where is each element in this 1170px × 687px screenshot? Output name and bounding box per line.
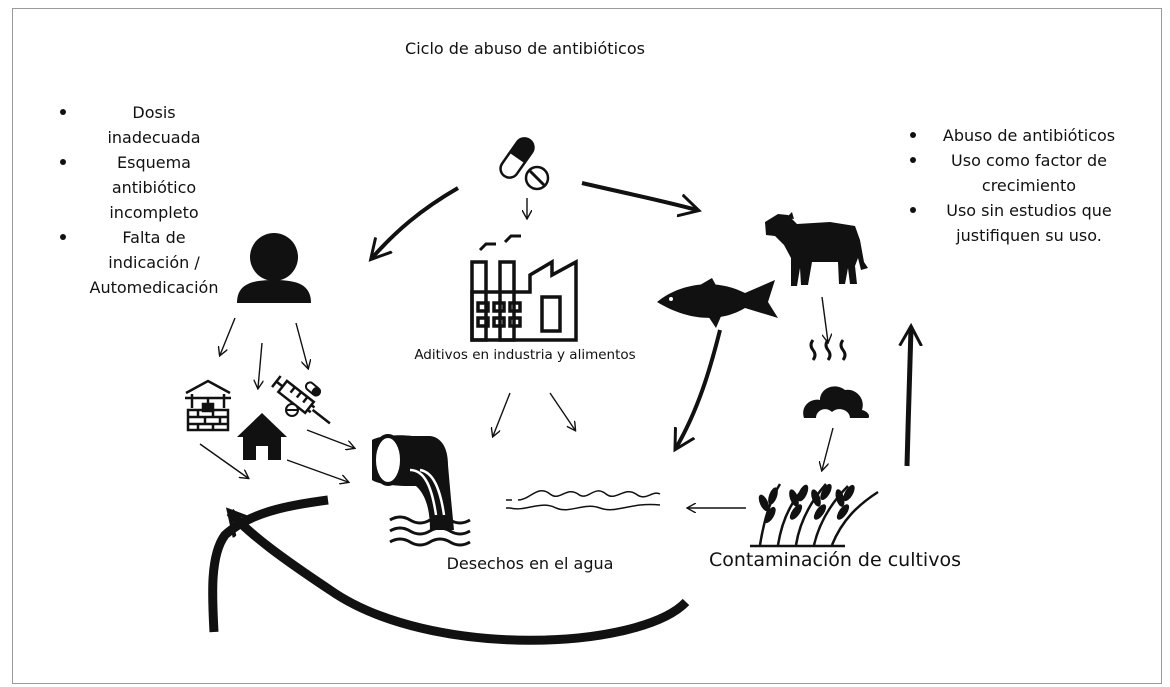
- arrow-pills-to-person: [372, 186, 460, 258]
- diagram-title: Ciclo de abuso de antibióticos: [405, 39, 645, 58]
- left-factors-list: Dosis inadecuada Esquema antibiótico inc…: [52, 100, 222, 300]
- arrow-person-to-house: [258, 342, 262, 388]
- person-icon: [237, 233, 311, 303]
- figure-frame: [12, 8, 1162, 684]
- well-icon: [185, 379, 231, 432]
- arrow-fish-to-water: [676, 329, 722, 448]
- list-item: Uso sin estudios que justifiquen su uso.: [900, 198, 1126, 248]
- arrow-house-to-pipe: [286, 459, 348, 482]
- water-waves-icon: [506, 489, 661, 511]
- manure-icon: [803, 339, 870, 418]
- arrow-person-to-syringe: [295, 322, 308, 368]
- pills-icon: [499, 137, 550, 191]
- cycle-arrows: [199, 181, 911, 645]
- arrow-cow-to-manure: [821, 296, 828, 342]
- list-item: Abuso de antibióticos: [900, 123, 1126, 148]
- fish-icon: [657, 278, 778, 328]
- arrow-syringe-to-pipe: [306, 429, 354, 448]
- arrow-industry-to-pipe: [493, 392, 511, 436]
- water-waste-label: Desechos en el agua: [446, 554, 614, 573]
- house-icon: [237, 413, 287, 460]
- arrow-person-to-well: [220, 317, 236, 355]
- list-item: Uso como factor de crecimiento: [900, 148, 1126, 198]
- factory-icon: [470, 234, 578, 342]
- list-item: Esquema antibiótico incompleto: [52, 150, 222, 225]
- arrow-well-to-source: [199, 443, 248, 478]
- cow-icon: [765, 212, 868, 286]
- list-item: Falta de indicación / Automedicación: [52, 225, 222, 300]
- syringe-icon: [271, 375, 331, 425]
- industry-label: Aditivos en industria y alimentos: [414, 347, 636, 363]
- list-item: Dosis inadecuada: [52, 100, 222, 150]
- arrow-crops-to-animals: [907, 328, 911, 467]
- arrow-cycle-return: [230, 512, 690, 645]
- arrow-manure-to-wheat: [822, 427, 834, 470]
- crop-contamination-label: Contaminación de cultivos: [709, 549, 961, 571]
- arrow-industry-to-water: [549, 392, 575, 430]
- right-factors-list: Abuso de antibióticos Uso como factor de…: [900, 123, 1126, 248]
- pipe-discharge-icon: [372, 434, 471, 547]
- arrow-pills-to-cow: [581, 181, 697, 210]
- wheat-icon: [750, 483, 879, 548]
- arrow-cycle-return-tail: [208, 495, 329, 633]
